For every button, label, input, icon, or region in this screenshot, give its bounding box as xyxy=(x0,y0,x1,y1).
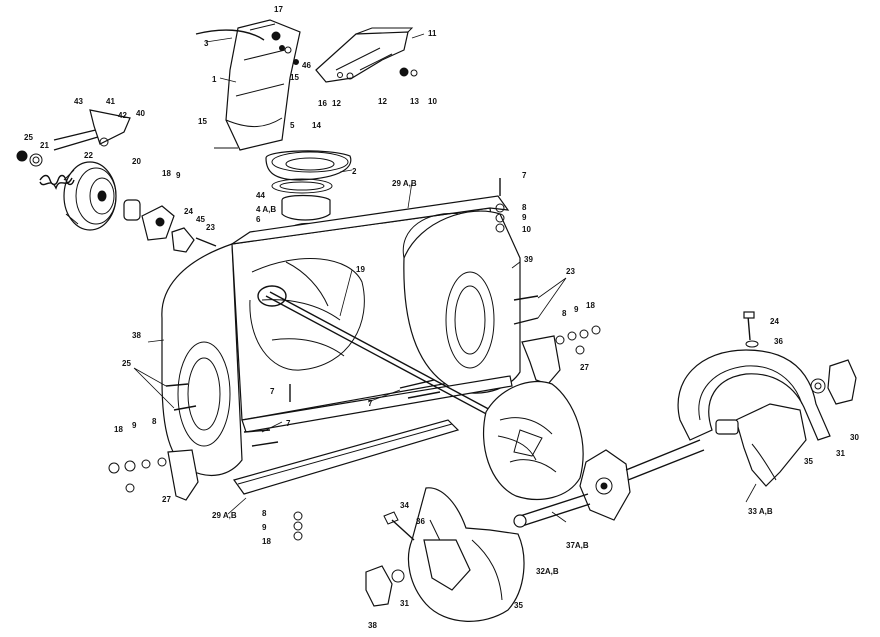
callout-23a: 23 xyxy=(206,223,215,232)
bolts-7-right xyxy=(399,379,441,399)
callout-24b: 24 xyxy=(770,317,779,326)
callout-18d: 18 xyxy=(586,301,595,310)
fastener-stack-top-right xyxy=(495,178,505,233)
callout-20: 20 xyxy=(132,157,141,166)
callout-8d: 8 xyxy=(562,309,567,318)
callout-38b: 38 xyxy=(368,621,377,630)
bolts-25 xyxy=(165,383,197,411)
callout-25b: 25 xyxy=(122,359,131,368)
callout-22: 22 xyxy=(84,151,93,160)
callout-29ab-top: 29 A,B xyxy=(392,179,417,188)
callout-3: 3 xyxy=(204,39,209,48)
auger-bolt-right xyxy=(747,315,751,341)
callout-27b: 27 xyxy=(580,363,589,372)
callout-24a: 24 xyxy=(184,207,193,216)
callout-12a: 12 xyxy=(332,99,341,108)
callout-30: 30 xyxy=(850,433,859,442)
callout-14: 14 xyxy=(312,121,321,130)
fastener-stack-bottom xyxy=(293,511,303,541)
callout-37ab: 37A,B xyxy=(566,541,589,550)
callout-46: 46 xyxy=(302,61,311,70)
callout-23b: 23 xyxy=(566,267,575,276)
auger-axle-right xyxy=(625,439,705,481)
callout-33ab: 33 A,B xyxy=(748,507,773,516)
callout-16: 16 xyxy=(318,99,327,108)
callout-25a: 25 xyxy=(24,133,33,142)
callout-7b: 7 xyxy=(270,387,275,396)
callout-45: 45 xyxy=(196,215,205,224)
auger-left xyxy=(407,487,525,622)
callout-18b: 18 xyxy=(114,425,123,434)
callout-40: 40 xyxy=(136,109,145,118)
callout-9b: 9 xyxy=(176,171,181,180)
callout-36b: 36 xyxy=(416,517,425,526)
leader-lines xyxy=(133,33,757,523)
auger-right xyxy=(677,349,831,487)
fastener-stack-left xyxy=(108,457,167,493)
callout-11: 11 xyxy=(428,29,437,38)
callout-6: 6 xyxy=(256,215,261,224)
gearbox xyxy=(579,449,631,521)
chute-washer xyxy=(284,46,292,54)
callout-13: 13 xyxy=(410,97,419,106)
callout-35a: 35 xyxy=(804,457,813,466)
bearing-left xyxy=(365,565,393,607)
callout-15a: 15 xyxy=(290,73,299,82)
callout-38a: 38 xyxy=(132,331,141,340)
callout-41: 41 xyxy=(106,97,115,106)
bolts-7-left xyxy=(243,429,279,447)
discharge-chute xyxy=(214,19,352,241)
callout-39: 39 xyxy=(524,255,533,264)
callout-7d: 7 xyxy=(286,419,291,428)
impeller xyxy=(482,380,584,500)
idler-spring xyxy=(16,109,131,190)
callout-36a: 36 xyxy=(774,337,783,346)
bearing-right xyxy=(827,359,857,405)
callout-1: 1 xyxy=(212,75,217,84)
callout-9c: 9 xyxy=(132,421,137,430)
fastener-stack-right xyxy=(555,325,601,355)
callout-5a: 5 xyxy=(290,121,295,130)
callout-34: 34 xyxy=(400,501,409,510)
callout-19a: 19 xyxy=(356,265,365,274)
bolts-23 xyxy=(513,295,539,325)
callout-9e: 9 xyxy=(574,305,579,314)
callout-9d: 9 xyxy=(262,523,267,532)
callout-7c: 7 xyxy=(368,399,373,408)
callout-27a: 27 xyxy=(162,495,171,504)
callout-29ab-bot: 29 A,B xyxy=(212,511,237,520)
callout-9a: 9 xyxy=(522,213,527,222)
chute-rod xyxy=(195,29,265,41)
chute-nut xyxy=(271,31,281,41)
callout-8b: 8 xyxy=(152,417,157,426)
callout-8c: 8 xyxy=(262,509,267,518)
callout-31a: 31 xyxy=(836,449,845,458)
callout-10a: 10 xyxy=(428,97,437,106)
chute-deflector xyxy=(315,27,418,83)
callout-15b: 15 xyxy=(198,117,207,126)
callout-17: 17 xyxy=(274,5,283,14)
callout-44: 44 xyxy=(256,191,265,200)
callout-labels: 3 17 1 46 15 16 12 12 13 10 11 15 5 14 2… xyxy=(24,5,859,630)
callout-21: 21 xyxy=(40,141,49,150)
pulley-assembly xyxy=(63,161,217,253)
callout-10b: 10 xyxy=(522,225,531,234)
callout-32ab: 32A,B xyxy=(536,567,559,576)
callout-4ab: 4 A,B xyxy=(256,205,276,214)
callout-2: 2 xyxy=(352,167,357,176)
callout-8a: 8 xyxy=(522,203,527,212)
callout-42: 42 xyxy=(118,111,127,120)
auger-bolt-left xyxy=(391,519,415,541)
callout-7a: 7 xyxy=(522,171,527,180)
callout-12b: 12 xyxy=(378,97,387,106)
callout-31b: 31 xyxy=(400,599,409,608)
callout-35b: 35 xyxy=(514,601,523,610)
callout-18a: 18 xyxy=(162,169,171,178)
callout-43: 43 xyxy=(74,97,83,106)
auger-housing xyxy=(161,195,561,501)
callout-18c: 18 xyxy=(262,537,271,546)
